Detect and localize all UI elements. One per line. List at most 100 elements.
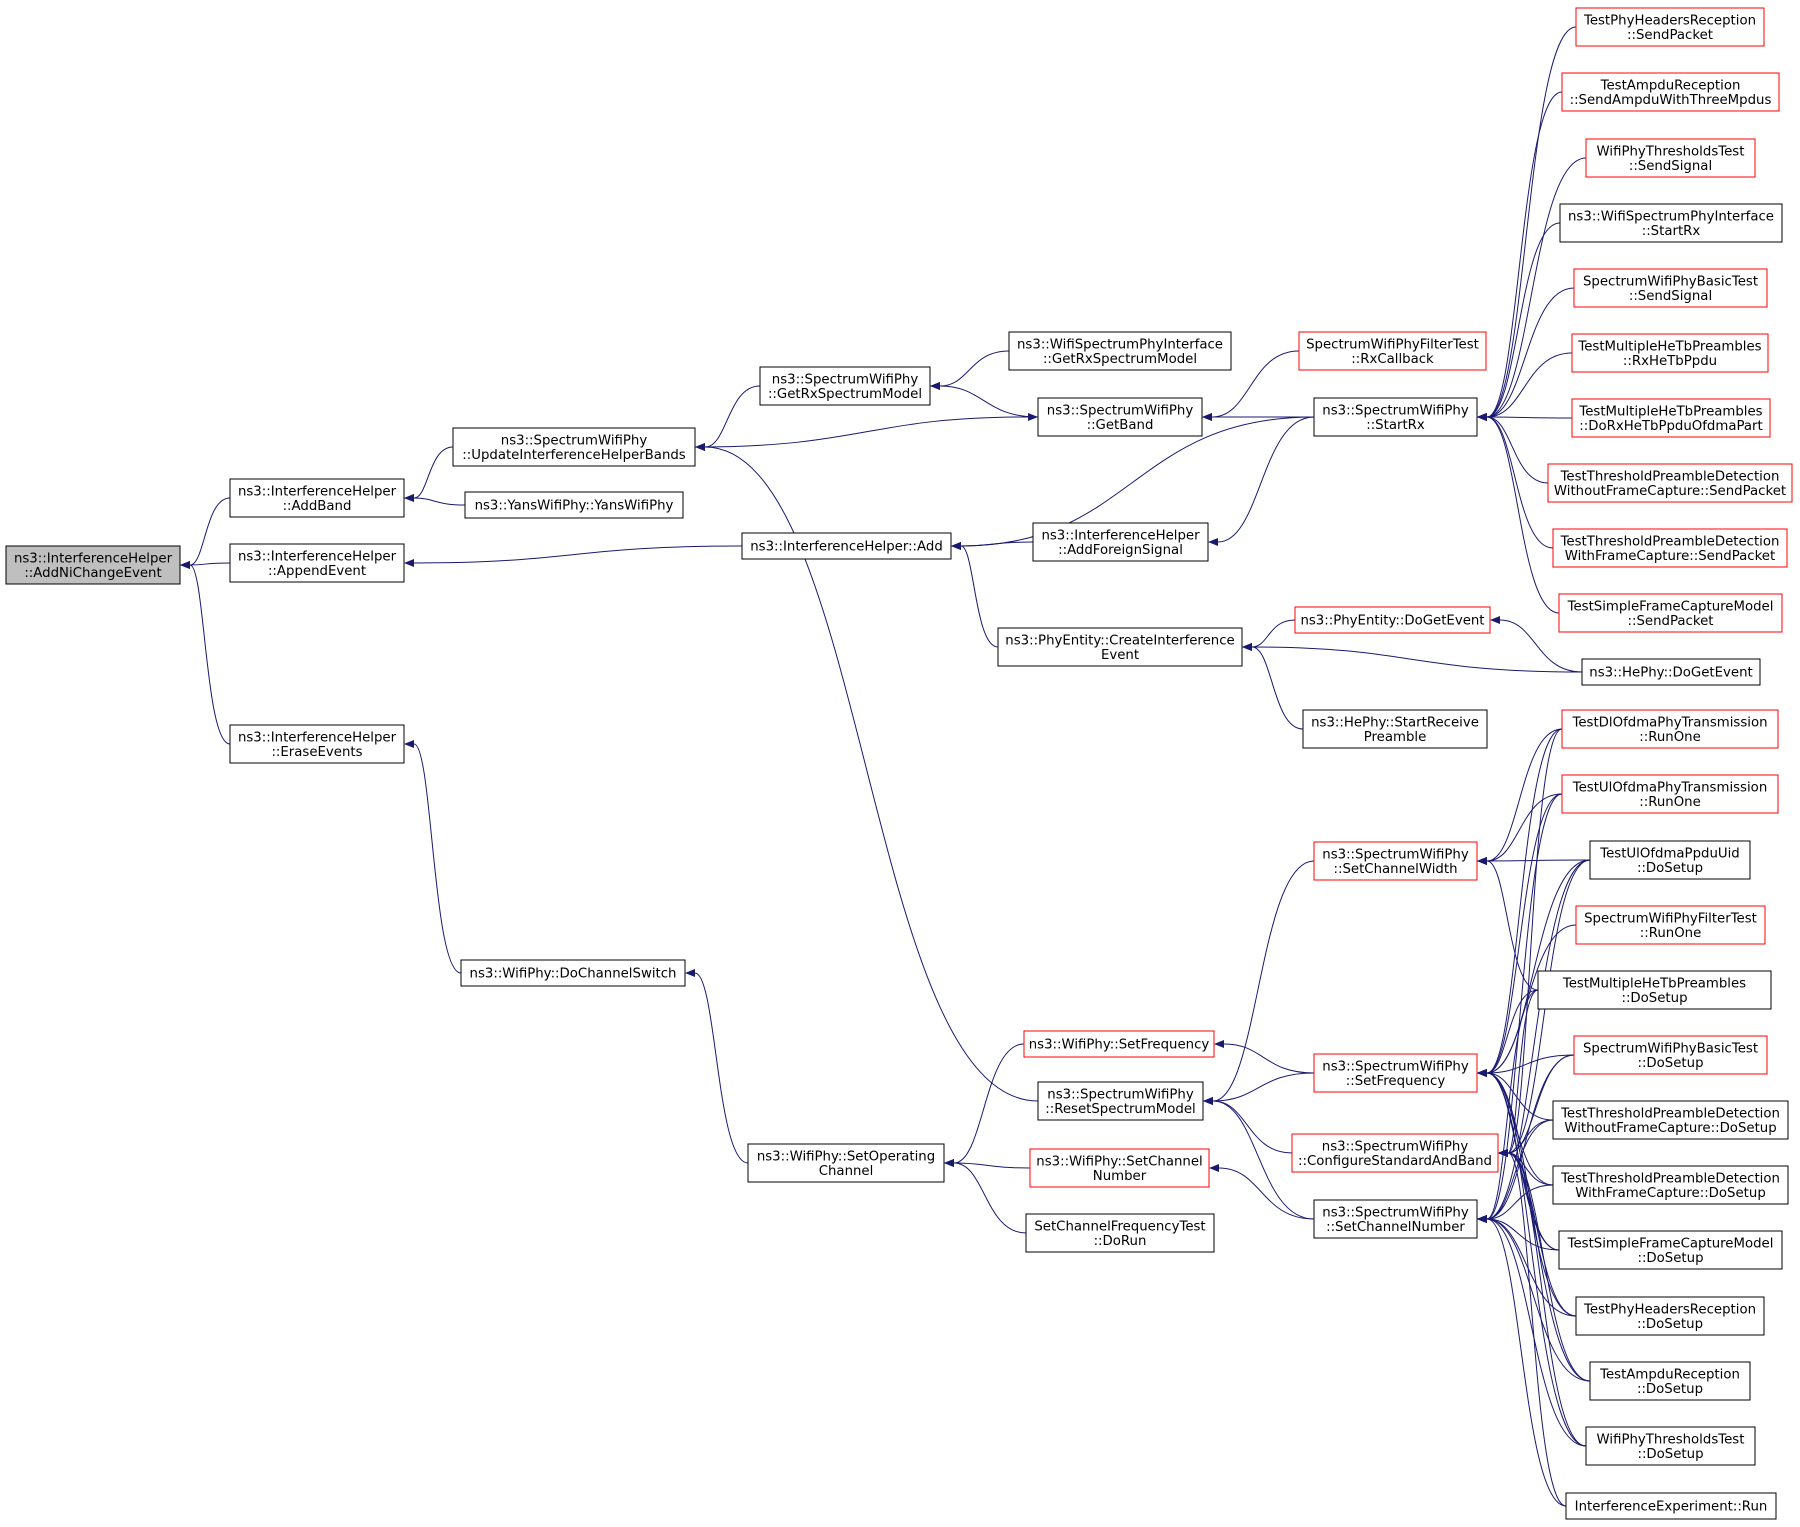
node-box[interactable] xyxy=(1552,528,1788,568)
node-box[interactable] xyxy=(1552,1165,1789,1205)
node-swp_getrxsm[interactable]: ns3::SpectrumWifiPhy::GetRxSpectrumModel xyxy=(759,366,931,406)
node-pe_dogetevent[interactable]: ns3::PhyEntity::DoGetEvent xyxy=(1294,606,1491,634)
node-tar_sendampdu[interactable]: TestAmpduReception::SendAmpduWithThreeMp… xyxy=(1561,72,1780,112)
node-box[interactable] xyxy=(1025,1213,1215,1253)
node-root[interactable]: ns3::InterferenceHelper::AddNiChangeEven… xyxy=(5,545,181,585)
node-box[interactable] xyxy=(1589,840,1751,880)
node-swpft_rxcallback[interactable]: SpectrumWifiPhyFilterTest::RxCallback xyxy=(1298,331,1487,371)
node-scft_dorun[interactable]: SetChannelFrequencyTest::DoRun xyxy=(1025,1213,1215,1253)
node-tar_dosetup[interactable]: TestAmpduReception::DoSetup xyxy=(1589,1361,1751,1401)
node-box[interactable] xyxy=(229,724,405,764)
node-box[interactable] xyxy=(1589,1361,1751,1401)
node-swp_getband[interactable]: ns3::SpectrumWifiPhy::GetBand xyxy=(1037,397,1203,437)
node-swpft_runone[interactable]: SpectrumWifiPhyFilterTest::RunOne xyxy=(1575,905,1766,945)
node-box[interactable] xyxy=(1037,1081,1204,1121)
node-swpbt_dosetup[interactable]: SpectrumWifiPhyBasicTest::DoSetup xyxy=(1573,1035,1768,1075)
node-tphr_dosetup[interactable]: TestPhyHeadersReception::DoSetup xyxy=(1575,1296,1765,1336)
node-ttpd_wo_dosetup[interactable]: TestThresholdPreambleDetectionWithoutFra… xyxy=(1552,1100,1789,1140)
node-box[interactable] xyxy=(5,545,181,585)
node-swpbt_sendsignal[interactable]: SpectrumWifiPhyBasicTest::SendSignal xyxy=(1573,268,1768,308)
node-box[interactable] xyxy=(1581,658,1761,686)
node-box[interactable] xyxy=(1585,1426,1756,1466)
node-box[interactable] xyxy=(452,427,696,467)
node-box[interactable] xyxy=(1561,774,1779,814)
node-box[interactable] xyxy=(1561,709,1779,749)
node-box[interactable] xyxy=(1313,1053,1478,1093)
node-box[interactable] xyxy=(1547,463,1793,503)
node-box[interactable] xyxy=(464,491,684,519)
node-box[interactable] xyxy=(1291,1133,1499,1173)
node-swp_setchannelwidth[interactable]: ns3::SpectrumWifiPhy::SetChannelWidth xyxy=(1313,841,1478,881)
node-swp_startrx[interactable]: ns3::SpectrumWifiPhy::StartRx xyxy=(1313,397,1478,437)
node-box[interactable] xyxy=(1558,1230,1783,1270)
node-yans_ctor[interactable]: ns3::YansWifiPhy::YansWifiPhy xyxy=(464,491,684,519)
node-ttpd_w_sendpacket[interactable]: TestThresholdPreambleDetectionWithFrameC… xyxy=(1552,528,1788,568)
node-box[interactable] xyxy=(1565,1492,1777,1520)
node-tmhtp_dorxofdma[interactable]: TestMultipleHeTbPreambles::DoRxHeTbPpduO… xyxy=(1571,398,1771,438)
node-wp_setfrequency[interactable]: ns3::WifiPhy::SetFrequency xyxy=(1023,1030,1215,1058)
node-box[interactable] xyxy=(1313,1199,1478,1239)
node-tsfcm_sendpacket[interactable]: TestSimpleFrameCaptureModel::SendPacket xyxy=(1558,593,1783,633)
node-box[interactable] xyxy=(229,478,405,518)
node-box[interactable] xyxy=(1575,1296,1765,1336)
node-box[interactable] xyxy=(1023,1030,1215,1058)
node-box[interactable] xyxy=(997,627,1243,667)
node-tul_runone[interactable]: TestUlOfdmaPhyTransmission::RunOne xyxy=(1561,774,1779,814)
node-wp_dochannelswitch[interactable]: ns3::WifiPhy::DoChannelSwitch xyxy=(460,959,686,987)
node-box[interactable] xyxy=(1032,522,1209,562)
node-box[interactable] xyxy=(1573,1035,1768,1075)
node-box[interactable] xyxy=(1298,331,1487,371)
node-box[interactable] xyxy=(1313,841,1478,881)
node-wspi_getrxsm[interactable]: ns3::WifiSpectrumPhyInterface::GetRxSpec… xyxy=(1008,331,1232,371)
node-ih_addband[interactable]: ns3::InterferenceHelper::AddBand xyxy=(229,478,405,518)
node-box[interactable] xyxy=(1037,397,1203,437)
node-box[interactable] xyxy=(747,1143,945,1183)
node-hephy_dogetevent[interactable]: ns3::HePhy::DoGetEvent xyxy=(1581,658,1761,686)
node-tmhtp_dosetup[interactable]: TestMultipleHeTbPreambles::DoSetup xyxy=(1537,970,1772,1010)
node-wptt_sendsignal[interactable]: WifiPhyThresholdsTest::SendSignal xyxy=(1585,138,1756,178)
node-ih_appendevent[interactable]: ns3::InterferenceHelper::AppendEvent xyxy=(229,543,405,583)
node-ttpd_w_dosetup[interactable]: TestThresholdPreambleDetectionWithFrameC… xyxy=(1552,1165,1789,1205)
node-wspi_startrx[interactable]: ns3::WifiSpectrumPhyInterface::StartRx xyxy=(1559,203,1783,243)
node-box[interactable] xyxy=(759,366,931,406)
node-box[interactable] xyxy=(1302,709,1488,749)
node-ih_addforeign[interactable]: ns3::InterferenceHelper::AddForeignSigna… xyxy=(1032,522,1209,562)
node-box[interactable] xyxy=(1561,72,1780,112)
node-swp_resetsm[interactable]: ns3::SpectrumWifiPhy::ResetSpectrumModel xyxy=(1037,1081,1204,1121)
node-ih_add[interactable]: ns3::InterferenceHelper::Add xyxy=(741,532,952,560)
node-tdl_runone[interactable]: TestDlOfdmaPhyTransmission::RunOne xyxy=(1561,709,1779,749)
node-box[interactable] xyxy=(1294,606,1491,634)
node-wp_setchannelnumber[interactable]: ns3::WifiPhy::SetChannelNumber xyxy=(1029,1148,1210,1188)
node-box[interactable] xyxy=(1571,333,1769,373)
node-swp_configstdband[interactable]: ns3::SpectrumWifiPhy::ConfigureStandardA… xyxy=(1291,1133,1499,1173)
node-box[interactable] xyxy=(1029,1148,1210,1188)
node-box[interactable] xyxy=(1008,331,1232,371)
node-swp_setchannelnumber[interactable]: ns3::SpectrumWifiPhy::SetChannelNumber xyxy=(1313,1199,1478,1239)
node-box[interactable] xyxy=(1573,268,1768,308)
node-tphr_sendpacket[interactable]: TestPhyHeadersReception::SendPacket xyxy=(1575,7,1765,47)
node-box[interactable] xyxy=(460,959,686,987)
node-wptt_dosetup[interactable]: WifiPhyThresholdsTest::DoSetup xyxy=(1585,1426,1756,1466)
node-box[interactable] xyxy=(1537,970,1772,1010)
node-box[interactable] xyxy=(1575,7,1765,47)
node-box[interactable] xyxy=(1559,203,1783,243)
node-ttpd_wo_sendpacket[interactable]: TestThresholdPreambleDetectionWithoutFra… xyxy=(1547,463,1793,503)
node-box[interactable] xyxy=(1575,905,1766,945)
node-box[interactable] xyxy=(229,543,405,583)
node-box[interactable] xyxy=(1313,397,1478,437)
node-box[interactable] xyxy=(1552,1100,1789,1140)
node-ih_eraseevents[interactable]: ns3::InterferenceHelper::EraseEvents xyxy=(229,724,405,764)
node-box[interactable] xyxy=(1585,138,1756,178)
node-box[interactable] xyxy=(1558,593,1783,633)
node-swp_setfrequency[interactable]: ns3::SpectrumWifiPhy::SetFrequency xyxy=(1313,1053,1478,1093)
node-ie_run[interactable]: InterferenceExperiment::Run xyxy=(1565,1492,1777,1520)
node-box[interactable] xyxy=(1571,398,1771,438)
node-tsfcm_dosetup[interactable]: TestSimpleFrameCaptureModel::DoSetup xyxy=(1558,1230,1783,1270)
node-tulppduuid_dosetup[interactable]: TestUlOfdmaPpduUid::DoSetup xyxy=(1589,840,1751,880)
node-box[interactable] xyxy=(741,532,952,560)
node-tmhtp_rxhetbppdu[interactable]: TestMultipleHeTbPreambles::RxHeTbPpdu xyxy=(1571,333,1769,373)
node-swp_updateihb[interactable]: ns3::SpectrumWifiPhy::UpdateInterference… xyxy=(452,427,696,467)
